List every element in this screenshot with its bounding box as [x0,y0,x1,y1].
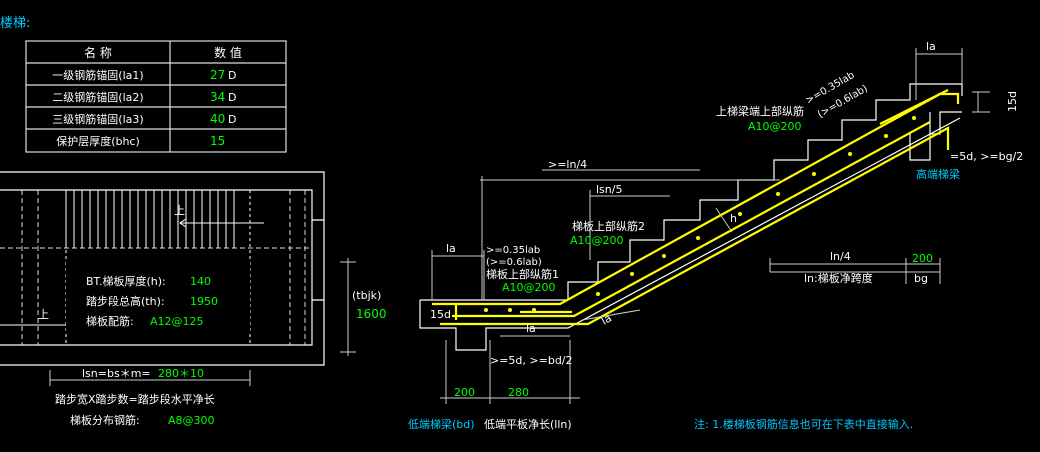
low-flat-label: 低端平板净长(lln) [484,417,572,431]
section-dimensions [431,48,990,404]
anchor-left-2: (>=0.6lab) [486,257,542,268]
top-rebar-value[interactable]: A10@200 [748,120,802,133]
h-label: h [730,212,737,225]
table-row-value[interactable]: 40 [210,112,225,126]
table-row-unit: D [228,113,236,126]
rebar-label: 梯板配筋: [86,314,134,328]
parameter-table [25,40,287,153]
high-beam-label: 高端梯梁 [916,167,960,181]
bg-label: bg [914,272,928,285]
d15-right: 15d [1006,91,1019,112]
plan-up-label-upper: 上 [174,204,185,217]
table-row-name: 一级钢筋锚固(la1) [52,68,143,82]
lsn5-label: lsn/5 [596,183,622,196]
table-row-value[interactable]: 27 [210,68,225,82]
five-d-right: =5d, >=bg/2 [950,150,1023,163]
la-top-label: la [926,40,936,53]
rebar-dots [484,116,916,312]
distribution-value[interactable]: A8@300 [168,414,215,427]
footnote: 注: 1.楼梯板钢筋信息也可在下表中直接输入. [694,417,913,431]
table-row-name: 二级钢筋锚固(la2) [52,90,143,104]
plan-up-label-lower: 上 [38,308,49,321]
distribution-label: 梯板分布钢筋: [70,413,140,427]
top-rebar-label: 上梯梁端上部纵筋 [716,104,804,118]
table-row-value[interactable]: 15 [210,134,225,148]
tbjk-value[interactable]: 1600 [356,307,387,321]
table-header-value: 数 值 [214,45,242,60]
stair-plan-view [0,171,325,366]
total-height-label: 踏步段总高(th): [86,294,165,308]
plan-treads [65,190,251,345]
table-row-name: 三级钢筋锚固(la3) [52,112,143,126]
bd-value[interactable]: 200 [454,386,475,399]
thickness-value[interactable]: 140 [190,275,211,288]
la-bottom-label: la [599,311,614,327]
plan-info-box [66,262,250,334]
la-left-label: la [446,242,456,255]
plan-dashed-lines [0,190,312,345]
table-header-name: 名 称 [84,45,112,60]
lsn-formula-value[interactable]: 280＊10 [158,367,204,380]
lsn-dimension [49,370,251,386]
bg-value[interactable]: 200 [912,252,933,265]
table-row-unit: D [228,91,236,104]
slab-top1-label: 梯板上部纵筋1 [486,267,559,281]
anchor-left-1: >=0.35lab [486,245,540,256]
rebar-value[interactable]: A12@125 [150,315,204,328]
slab-top1-value[interactable]: A10@200 [502,281,556,294]
slab-top2-label: 梯板上部纵筋2 [572,219,645,233]
table-row-value[interactable]: 34 [210,90,225,104]
table-row-unit: D [228,69,236,82]
lln-value[interactable]: 280 [508,386,529,399]
drawing-title: 楼梯: [0,16,30,31]
tbjk-dimension [340,258,356,356]
rebar-lines [432,89,960,326]
total-height-value[interactable]: 1950 [190,295,218,308]
five-d-left: >=5d, >=bd/2 [490,354,573,367]
tbjk-label: (tbjk) [352,289,381,302]
plan-up-arrow-upper [169,208,264,230]
ln-label: ln:梯板净跨度 [804,271,873,285]
lsn-formula: lsn=bs＊m= [82,367,151,380]
thickness-label: BT.梯板厚度(h): [86,274,166,288]
la-mid-label: la [526,322,536,335]
low-beam-label: 低端梯梁(bd) [408,417,475,431]
d15-left: 15d [430,308,451,321]
table-row-name: 保护层厚度(bhc) [56,134,140,148]
slab-top2-value[interactable]: A10@200 [570,234,624,247]
ln4-top-label: >=ln/4 [548,158,587,171]
ln4-right-label: ln/4 [830,250,851,263]
step-note: 踏步宽X踏步数=踏步段水平净长 [55,392,215,406]
